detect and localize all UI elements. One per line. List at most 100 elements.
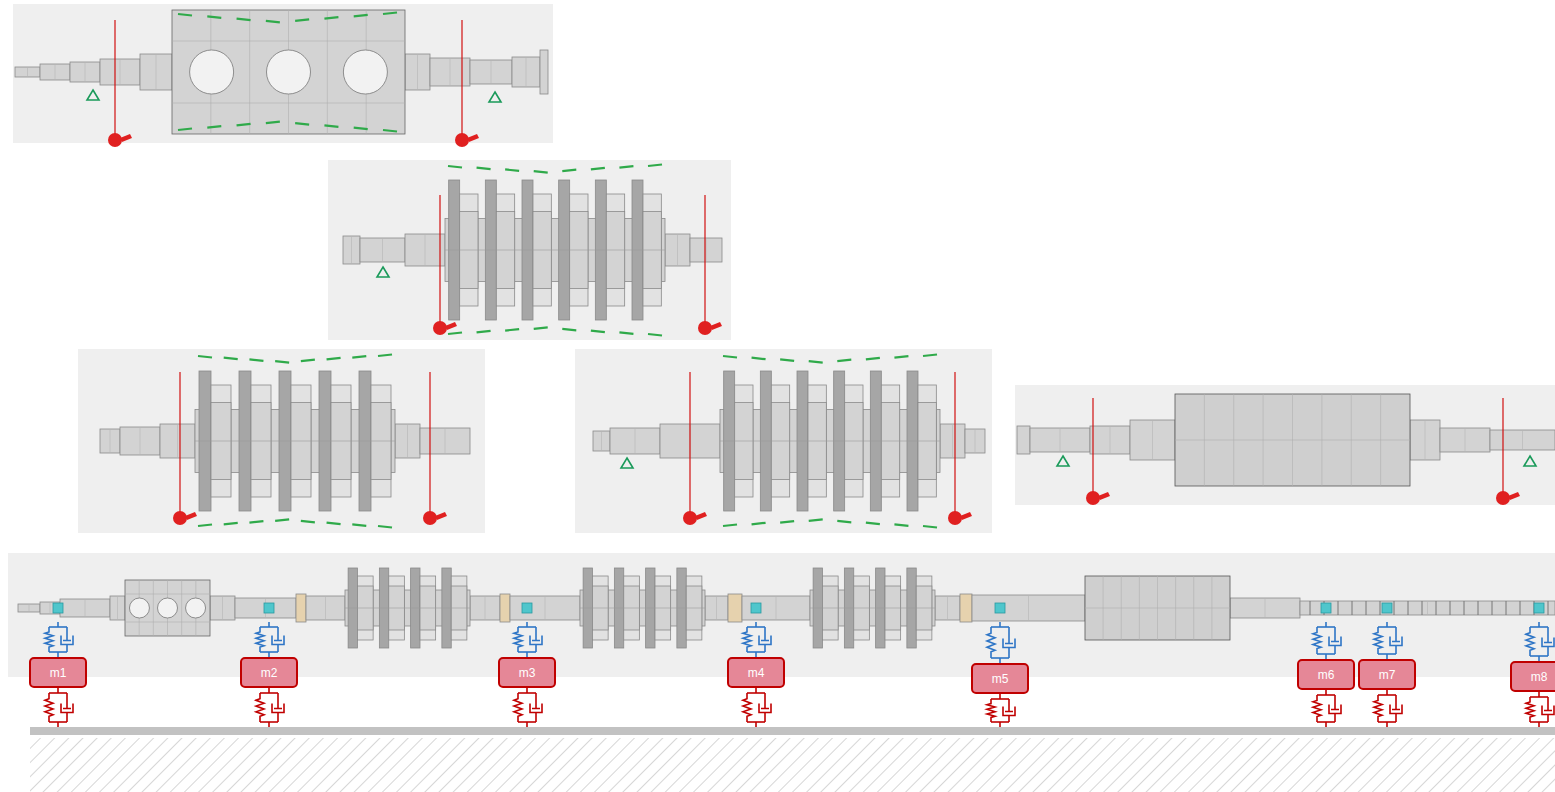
bearing-block xyxy=(751,603,761,613)
load-marker xyxy=(619,166,633,168)
mesh-line xyxy=(526,57,527,87)
load-marker xyxy=(752,358,766,360)
load-marker xyxy=(178,14,192,16)
load-marker xyxy=(591,331,605,333)
mesh-line xyxy=(716,596,717,620)
mesh-line xyxy=(156,54,157,90)
load-marker xyxy=(275,519,289,521)
shaft-segment xyxy=(296,594,306,622)
load-marker xyxy=(866,358,880,360)
load-marker xyxy=(894,356,908,358)
shaft-segment xyxy=(395,424,420,458)
center-line xyxy=(720,441,940,442)
shaft-segment xyxy=(100,429,120,453)
bearing-block xyxy=(1321,603,1331,613)
load-marker xyxy=(207,16,221,18)
load-marker xyxy=(923,526,937,528)
probe-head xyxy=(173,511,187,525)
mesh-line xyxy=(601,431,602,451)
bearing-block xyxy=(995,603,1005,613)
shaft-segment xyxy=(470,60,512,84)
mesh-line xyxy=(407,424,408,458)
mesh-line xyxy=(485,596,486,620)
mesh-line xyxy=(55,64,56,80)
mesh-line xyxy=(1427,601,1428,615)
mesh-line xyxy=(1060,428,1061,452)
shaft-segment xyxy=(110,596,125,620)
shaft-segment xyxy=(360,238,405,262)
mesh-line xyxy=(125,594,210,595)
shaft-segment xyxy=(100,59,140,85)
load-marker xyxy=(723,356,737,358)
load-marker xyxy=(249,359,263,361)
panel-ground xyxy=(78,349,485,533)
mesh-line xyxy=(172,103,405,104)
probe-line xyxy=(461,20,462,134)
probe-head xyxy=(433,321,447,335)
load-marker xyxy=(327,358,341,360)
link-bar xyxy=(747,692,765,694)
rotor-panel xyxy=(78,349,485,533)
shaft-segment xyxy=(430,58,470,86)
mesh-line xyxy=(425,234,426,266)
probe-head xyxy=(455,133,469,147)
spring-symbol xyxy=(1374,695,1382,722)
shaft-detail xyxy=(1478,601,1479,615)
load-marker xyxy=(923,355,937,357)
shaft-detail xyxy=(1520,601,1521,615)
load-marker xyxy=(866,523,880,525)
probe-arm xyxy=(710,322,722,330)
link-bar xyxy=(1378,626,1396,628)
load-marker xyxy=(224,523,238,525)
shaft-detail xyxy=(1352,601,1353,615)
shaft-segment xyxy=(306,596,345,620)
mass-box: m8 xyxy=(1510,661,1555,692)
probe-arm xyxy=(1098,492,1110,500)
center-line xyxy=(810,608,935,609)
spring-symbol xyxy=(514,693,522,722)
mesh-line xyxy=(1265,598,1266,618)
mesh-line xyxy=(117,596,118,620)
mesh-line xyxy=(1175,440,1410,441)
load-marker xyxy=(354,128,368,129)
mesh-line xyxy=(382,238,383,262)
load-marker xyxy=(178,129,192,131)
shaft-detail xyxy=(1548,601,1549,615)
load-marker xyxy=(809,361,823,363)
probe-arm xyxy=(185,512,197,520)
spring-symbol xyxy=(1313,695,1321,722)
ground-bar xyxy=(30,727,1555,735)
shaft-detail xyxy=(1366,601,1367,615)
shaft-segment xyxy=(972,595,1085,621)
mesh-line xyxy=(153,580,154,636)
spring-symbol xyxy=(743,627,751,652)
load-marker xyxy=(648,334,662,336)
mass-label: m1 xyxy=(50,666,67,680)
link-stem xyxy=(1538,722,1540,727)
bearing-block xyxy=(1534,603,1544,613)
mesh-line xyxy=(120,59,121,85)
rotor-bore xyxy=(158,598,178,618)
support-triangle xyxy=(621,458,633,468)
mesh-line xyxy=(140,427,141,455)
probe-line xyxy=(704,195,705,322)
mesh-line xyxy=(27,67,28,77)
rotor-body xyxy=(125,580,210,636)
probe-line xyxy=(1092,398,1093,492)
shaft-segment xyxy=(1130,420,1175,460)
support-triangle xyxy=(1057,456,1069,466)
mesh-line xyxy=(325,596,326,620)
bearing-block xyxy=(522,603,532,613)
probe-arm xyxy=(467,134,479,142)
mesh-line xyxy=(110,429,111,453)
load-marker xyxy=(198,356,212,358)
load-marker xyxy=(324,125,338,127)
shaft-segment xyxy=(1230,598,1300,618)
probe-head xyxy=(1086,491,1100,505)
load-marker xyxy=(295,19,309,21)
shaft-segment xyxy=(935,596,960,620)
shaft-segment xyxy=(1300,601,1555,615)
load-marker xyxy=(295,123,309,125)
load-marker xyxy=(301,360,315,362)
load-marker xyxy=(301,521,315,523)
